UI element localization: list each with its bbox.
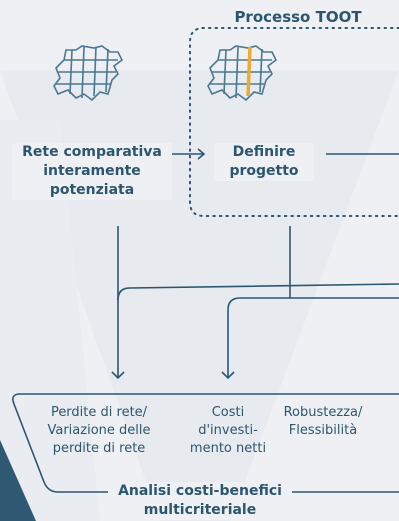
connector-costi <box>227 297 399 378</box>
switzerland-map-icon <box>53 45 124 102</box>
connector-upper <box>117 283 399 301</box>
arrow-comparison-to-define <box>168 148 206 160</box>
arrowhead-costi <box>221 371 235 380</box>
background-shade <box>0 120 100 521</box>
dark-corner-shape <box>0 440 36 521</box>
criterion-investment-costs: Costi d'investi- mento netti <box>189 405 267 456</box>
criterion-robustness: Robustezza/ Flessibilità <box>283 405 363 438</box>
switzerland-map-highlight-icon <box>207 45 278 102</box>
mca-label: Analisi costi-benefici multicriteriale <box>110 482 290 520</box>
arrowhead-perdite <box>111 371 125 380</box>
toot-process-title: Processo TOOT <box>214 8 382 26</box>
criterion-network-losses: Perdite di rete/ Variazione delle perdit… <box>47 405 151 456</box>
toot-process-frame <box>189 27 399 217</box>
mca-frame <box>12 393 399 493</box>
define-project-label: Definire progetto <box>214 143 314 181</box>
comparison-network-label: Rete comparativa interamente potenziata <box>12 143 172 200</box>
